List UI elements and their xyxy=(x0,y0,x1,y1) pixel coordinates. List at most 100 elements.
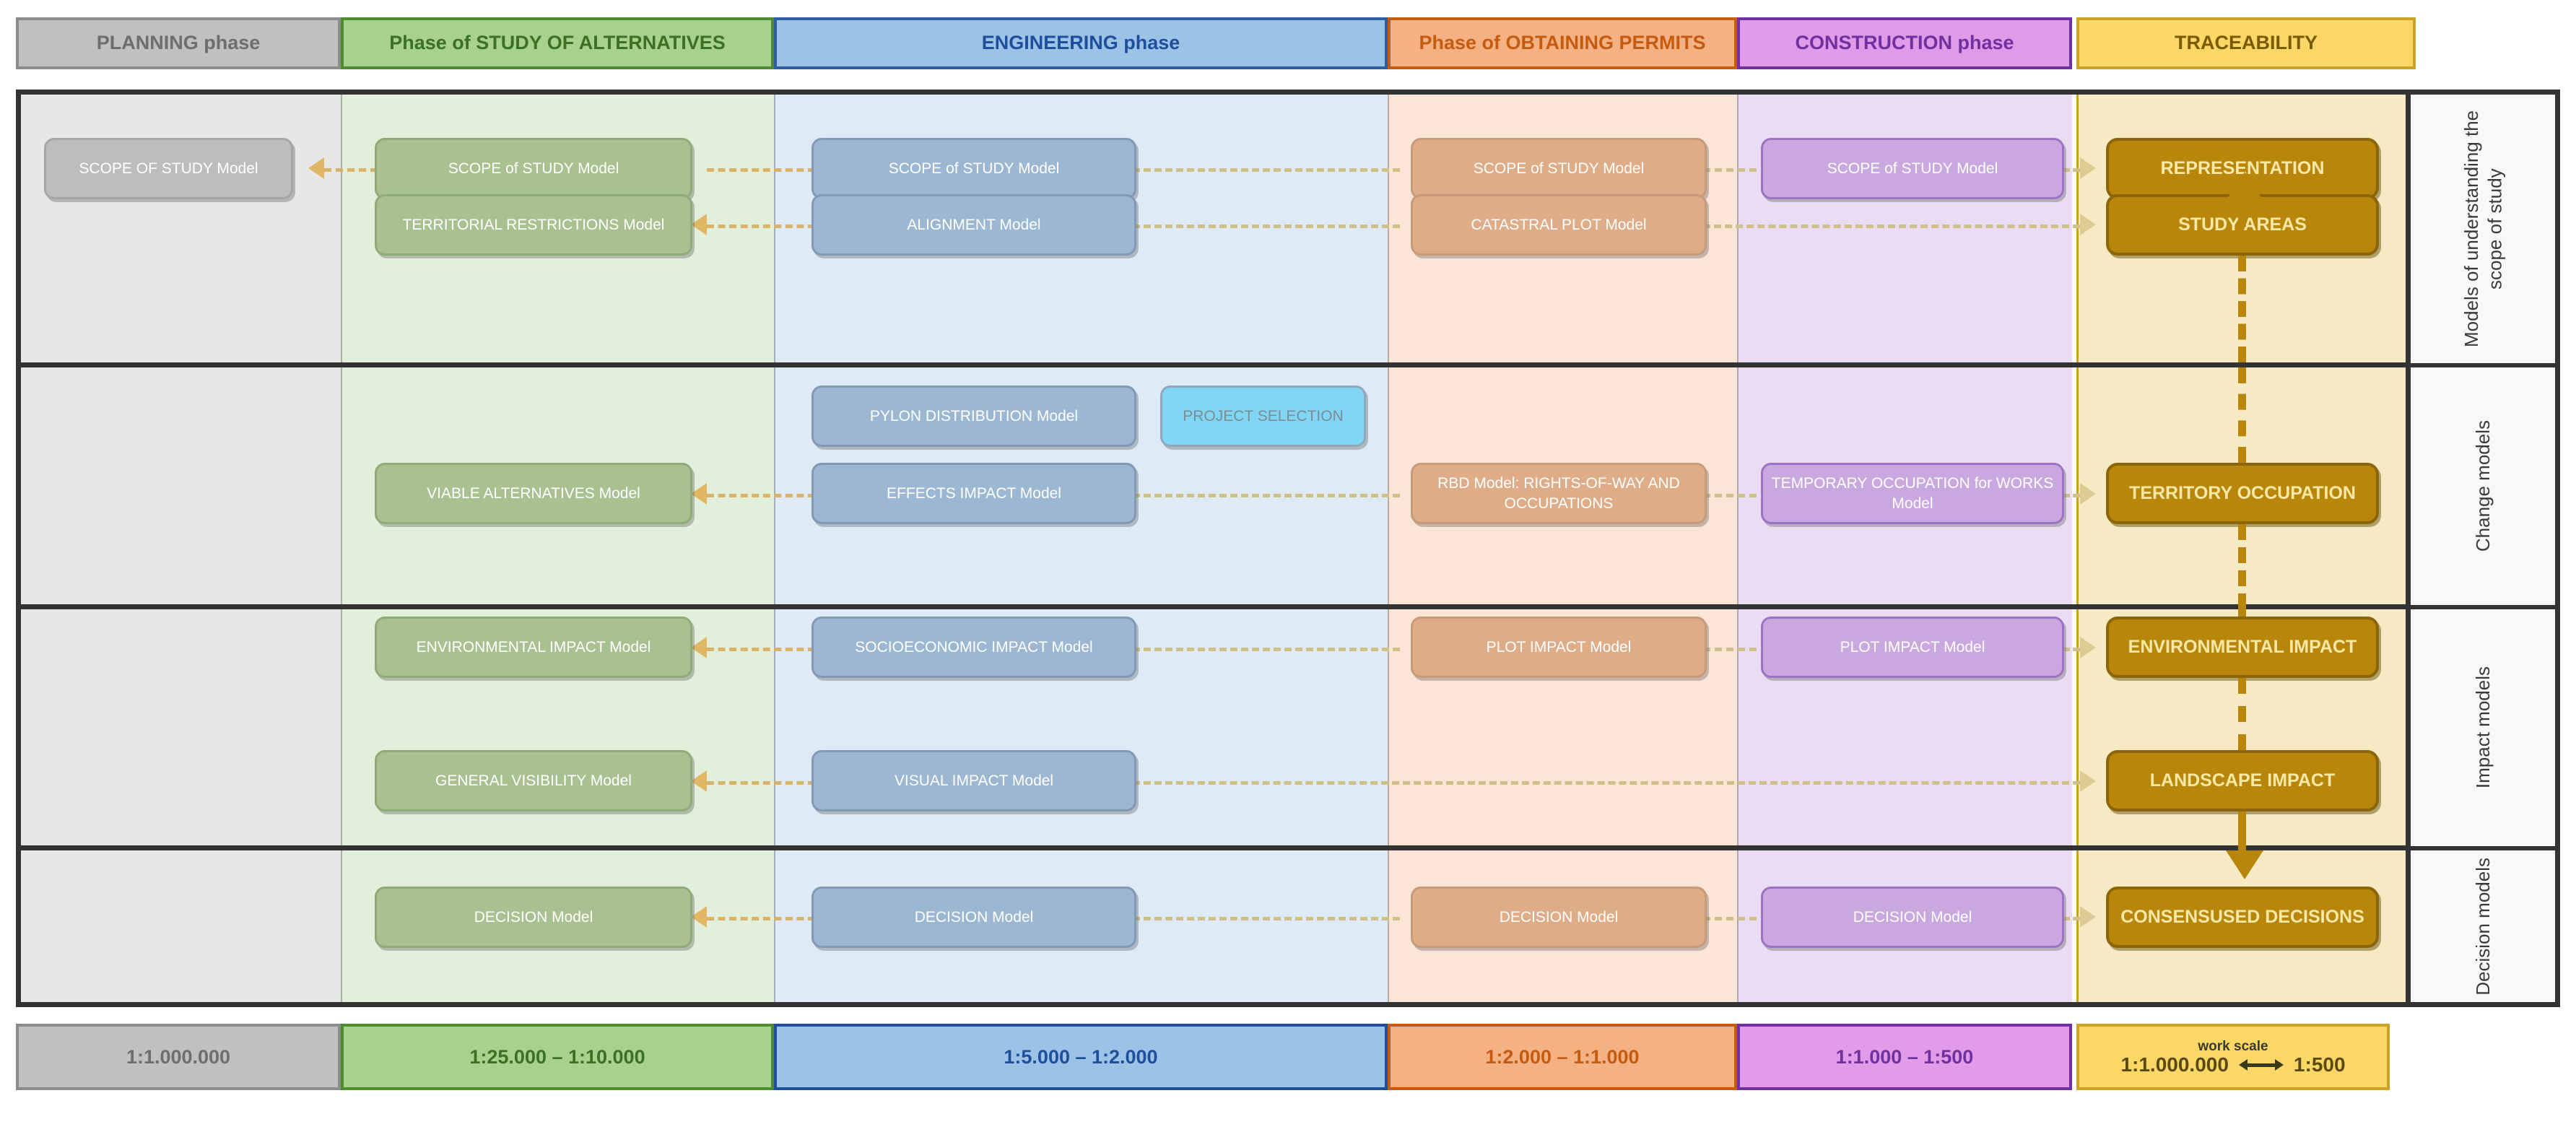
spine-dashed-r2-bottom xyxy=(2238,524,2246,609)
cell-planning-r3 xyxy=(21,609,341,845)
row-label-impact-models: Impact models xyxy=(2411,609,2555,850)
box-environmental-impact-alternatives[interactable]: ENVIRONMENTAL IMPACT Model xyxy=(375,617,692,678)
box-plot-impact-construction[interactable]: PLOT IMPACT Model xyxy=(1761,617,2064,678)
box-label: ALIGNMENT Model xyxy=(907,216,1041,233)
connector-r3-bot-eng-to-trace xyxy=(1133,781,2080,785)
box-label: PLOT IMPACT Model xyxy=(1840,638,1985,656)
matrix-frame: SCOPE OF STUDY Model SCOPE of STUDY Mode… xyxy=(16,90,2560,1007)
box-socioeconomic-impact-engineering[interactable]: SOCIOECONOMIC IMPACT Model xyxy=(811,617,1136,678)
phase-header-label: PLANNING phase xyxy=(96,32,261,54)
band-decision-models: DECISION Model DECISION Model DECISION M… xyxy=(21,850,2555,1002)
arrow-right-r3-trace-top xyxy=(2080,637,2096,658)
scale-label: 1:1.000 – 1:500 xyxy=(1835,1045,1974,1068)
arrow-right-r1-trace-top xyxy=(2080,157,2096,179)
connector-r3-top-cons-to-perm xyxy=(1703,648,1768,651)
connector-r2-eng-to-alt xyxy=(707,494,815,497)
spine-arrow-down-consensused xyxy=(2226,850,2263,879)
box-label: EFFECTS IMPACT Model xyxy=(887,484,1061,502)
box-consensused-decisions[interactable]: CONSENSUSED DECISIONS xyxy=(2106,887,2379,948)
box-scope-of-study-construction[interactable]: SCOPE of STUDY Model xyxy=(1761,138,2064,199)
spine-segment-r3-bottom xyxy=(2238,811,2246,850)
scale-planning[interactable]: 1:1.000.000 xyxy=(16,1024,341,1090)
arrow-left-r1-plan xyxy=(308,157,324,179)
box-label: VISUAL IMPACT Model xyxy=(894,772,1054,789)
box-label: SCOPE OF STUDY Model xyxy=(79,160,258,177)
box-label: CONSENSUSED DECISIONS xyxy=(2120,907,2364,928)
scale-construction[interactable]: 1:1.000 – 1:500 xyxy=(1737,1024,2072,1090)
box-pylon-distribution[interactable]: PYLON DISTRIBUTION Model xyxy=(811,386,1136,447)
spine-segment-r1 xyxy=(2238,199,2246,227)
connector-r4-eng-to-alt xyxy=(707,917,815,920)
scale-engineering[interactable]: 1:5.000 – 1:2.000 xyxy=(774,1024,1388,1090)
box-general-visibility-alternatives[interactable]: GENERAL VISIBILITY Model xyxy=(375,750,692,811)
box-label: ENVIRONMENTAL IMPACT xyxy=(2128,637,2357,658)
box-scope-of-study-alternatives[interactable]: SCOPE of STUDY Model xyxy=(375,138,692,199)
box-label: PROJECT SELECTION xyxy=(1183,407,1344,425)
box-scope-of-study-engineering[interactable]: SCOPE of STUDY Model xyxy=(811,138,1136,199)
box-label: PLOT IMPACT Model xyxy=(1486,638,1632,656)
box-decision-alternatives[interactable]: DECISION Model xyxy=(375,887,692,948)
box-environmental-impact-traceability[interactable]: ENVIRONMENTAL IMPACT xyxy=(2106,617,2379,678)
box-viable-alternatives[interactable]: VIABLE ALTERNATIVES Model xyxy=(375,463,692,524)
phase-header-permits[interactable]: Phase of OBTAINING PERMITS xyxy=(1388,17,1737,69)
box-landscape-impact-traceability[interactable]: LANDSCAPE IMPACT xyxy=(2106,750,2379,811)
cell-construction-r1 xyxy=(1737,95,2072,362)
cell-planning-r1 xyxy=(21,95,341,362)
box-scope-of-study-planning[interactable]: SCOPE OF STUDY Model xyxy=(44,138,293,199)
box-visual-impact-engineering[interactable]: VISUAL IMPACT Model xyxy=(811,750,1136,811)
box-project-selection[interactable]: PROJECT SELECTION xyxy=(1160,386,1366,447)
arrow-right-r1-trace-bot xyxy=(2080,214,2096,235)
phase-header-engineering[interactable]: ENGINEERING phase xyxy=(774,17,1388,69)
box-temporary-occupation-works[interactable]: TEMPORARY OCCUPATION for WORKS Model xyxy=(1761,463,2064,524)
row-category-labels: Models of understanding the scope of stu… xyxy=(2406,90,2560,1007)
phase-header-label: ENGINEERING phase xyxy=(981,32,1180,54)
box-label: DECISION Model xyxy=(474,908,593,926)
phase-header-planning[interactable]: PLANNING phase xyxy=(16,17,341,69)
box-label: PYLON DISTRIBUTION Model xyxy=(869,407,1079,425)
work-scale-range: 1:1.000.000 1:500 xyxy=(2120,1053,2345,1076)
connector-r3-top-perm-to-eng xyxy=(1133,648,1400,651)
phase-header-traceability[interactable]: TRACEABILITY xyxy=(2076,17,2416,69)
box-territory-occupation[interactable]: TERRITORY OCCUPATION xyxy=(2106,463,2379,524)
connector-r1-bot-eng-to-alt xyxy=(707,225,815,228)
box-effects-impact[interactable]: EFFECTS IMPACT Model xyxy=(811,463,1136,524)
box-territorial-restrictions-alternatives[interactable]: TERRITORIAL RESTRICTIONS Model xyxy=(375,194,692,256)
box-decision-permits[interactable]: DECISION Model xyxy=(1411,887,1707,948)
box-label: GENERAL VISIBILITY Model xyxy=(435,772,632,789)
connector-r1-bot-perm-to-eng xyxy=(1133,225,1400,228)
band-change-models: VIABLE ALTERNATIVES Model PYLON DISTRIBU… xyxy=(21,367,2555,609)
spine-dashed-r3-top xyxy=(2238,609,2246,617)
scale-alternatives[interactable]: 1:25.000 – 1:10.000 xyxy=(341,1024,774,1090)
box-label: SCOPE of STUDY Model xyxy=(448,160,619,177)
row-label-change-models: Change models xyxy=(2411,367,2555,609)
phase-header-label: Phase of OBTAINING PERMITS xyxy=(1419,32,1706,54)
box-label: ENVIRONMENTAL IMPACT Model xyxy=(416,638,651,656)
box-scope-of-study-permits[interactable]: SCOPE of STUDY Model xyxy=(1411,138,1707,199)
box-rbd-rights-of-way[interactable]: RBD Model: RIGHTS-OF-WAY AND OCCUPATIONS xyxy=(1411,463,1707,524)
connector-r1-top-alt-to-plan xyxy=(324,168,389,172)
scale-label: 1:2.000 – 1:1.000 xyxy=(1485,1045,1640,1068)
spine-arrow-up-representation xyxy=(2226,172,2263,201)
connector-r3-bot-eng-to-alt xyxy=(707,781,815,785)
scale-permits[interactable]: 1:2.000 – 1:1.000 xyxy=(1388,1024,1737,1090)
box-catastral-plot-permits[interactable]: CATASTRAL PLOT Model xyxy=(1411,194,1707,256)
row-label-text: Change models xyxy=(2471,420,2494,552)
scale-traceability-work-scale[interactable]: work scale 1:1.000.000 1:500 xyxy=(2076,1024,2390,1090)
phase-header-alternatives[interactable]: Phase of STUDY OF ALTERNATIVES xyxy=(341,17,774,69)
row-label-text: Decision models xyxy=(2471,857,2494,996)
connector-r4-cons-to-perm xyxy=(1703,917,1768,920)
phase-header-construction[interactable]: CONSTRUCTION phase xyxy=(1737,17,2072,69)
phase-header-label: TRACEABILITY xyxy=(2175,32,2318,54)
spine-dashed-r2-top xyxy=(2238,367,2246,463)
box-label: RBD Model: RIGHTS-OF-WAY AND OCCUPATIONS xyxy=(1437,475,1680,512)
work-scale-caption: work scale xyxy=(2198,1038,2268,1054)
box-label: SCOPE of STUDY Model xyxy=(888,160,1060,177)
row-label-text: Models of understanding the scope of stu… xyxy=(2460,110,2506,348)
box-alignment-engineering[interactable]: ALIGNMENT Model xyxy=(811,194,1136,256)
connector-r2-cons-to-perm xyxy=(1703,494,1768,497)
band-understanding-models: SCOPE OF STUDY Model SCOPE of STUDY Mode… xyxy=(21,95,2555,367)
box-decision-engineering[interactable]: DECISION Model xyxy=(811,887,1136,948)
work-scale-from: 1:1.000.000 xyxy=(2120,1053,2229,1076)
box-plot-impact-permits[interactable]: PLOT IMPACT Model xyxy=(1411,617,1707,678)
box-decision-construction[interactable]: DECISION Model xyxy=(1761,887,2064,948)
